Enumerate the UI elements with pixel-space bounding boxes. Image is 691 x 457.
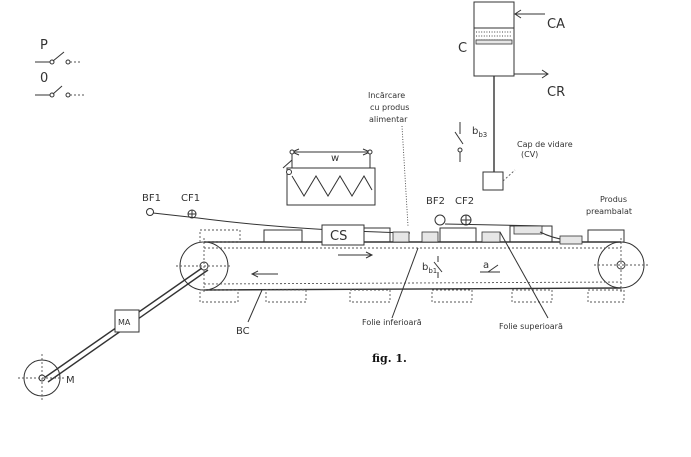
switch-p: P	[35, 38, 80, 65]
m-label: M	[66, 375, 75, 386]
bc-label: BC	[236, 326, 250, 337]
limit-switch-b3: bb3	[454, 122, 487, 162]
vacuum-head-label-2: (CV)	[521, 150, 538, 159]
motor-drive: MA M	[18, 267, 209, 402]
cr-label: CR	[547, 85, 565, 100]
cs-label: CS	[330, 229, 347, 244]
product-insert-label-2: cu produs	[370, 103, 409, 112]
switch-p-label: P	[40, 38, 48, 53]
bottom-labels: BC Folie inferioară Folie superioară	[236, 231, 563, 337]
vacuum-head-label-1: Cap de vidare	[517, 140, 573, 149]
packaged-label-1: Produs	[600, 195, 627, 204]
cylinder-label: C	[458, 41, 467, 56]
figure-caption: fig. 1.	[372, 352, 407, 365]
ca-label: CA	[547, 17, 565, 32]
product-insert-label-3: alimentar	[369, 115, 408, 124]
switch-o-label: 0	[40, 71, 48, 86]
b3-label: bb3	[472, 126, 487, 139]
conveyor: CS BF2 CF2 bb1 a Produs preambalat	[176, 195, 648, 303]
heater-inset: w	[282, 148, 376, 206]
w-label: w	[331, 153, 339, 164]
b3-subscript: b3	[478, 131, 487, 139]
upper-foil-label: Folie superioară	[499, 322, 563, 331]
film-rolls-1: BF1 CF1	[142, 193, 411, 234]
packaged-label-2: preambalat	[586, 207, 632, 216]
cf2-label: CF2	[455, 196, 474, 207]
lower-foil-label: Folie inferioară	[362, 318, 422, 327]
switch-o: 0	[35, 71, 84, 98]
bf1-label: BF1	[142, 193, 161, 204]
cf1-label: CF1	[181, 193, 200, 204]
a-label: a	[483, 260, 489, 271]
pneumatic-cylinder: C CA CR	[458, 1, 565, 172]
product-insert-label-1: Incărcare	[368, 91, 405, 100]
bf2-label: BF2	[426, 196, 445, 207]
product-insertion: Incărcare cu produs alimentar	[368, 91, 409, 227]
b1-subscript: b1	[428, 267, 437, 275]
vacuum-head: Cap de vidare (CV)	[482, 140, 573, 191]
ma-label: MA	[118, 318, 131, 327]
